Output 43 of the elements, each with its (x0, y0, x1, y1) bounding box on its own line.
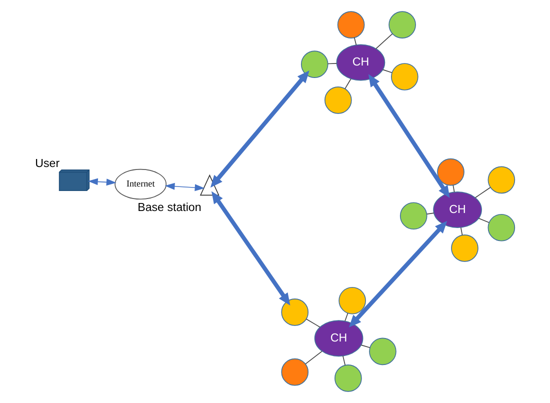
node-ellipse: CH (336, 44, 386, 81)
arrow (211, 191, 290, 306)
connector (305, 350, 322, 364)
connector (344, 312, 348, 322)
connector (474, 187, 491, 198)
node-circle (334, 364, 362, 392)
connector (306, 318, 320, 328)
connector (426, 212, 434, 214)
node-ellipse: Internet (114, 168, 167, 200)
connector (478, 218, 490, 223)
arrow (368, 74, 450, 198)
node-circle (281, 358, 309, 386)
node-circle (338, 286, 366, 314)
node-circle (324, 86, 352, 114)
arrow (88, 178, 116, 186)
connector (342, 356, 346, 366)
node-label: Base station (138, 202, 202, 214)
node-circle (488, 214, 516, 242)
node-circle (451, 234, 478, 262)
node-circle (300, 50, 328, 78)
arrow (348, 220, 448, 328)
connector (328, 63, 337, 64)
node-antenna (200, 174, 220, 196)
connector (382, 69, 392, 73)
node-circle (488, 166, 516, 194)
node-circle (400, 202, 428, 230)
node-circle (391, 63, 418, 90)
node-label: User (35, 158, 60, 170)
node-circle (437, 158, 464, 186)
arrow (164, 182, 205, 192)
node-circle (281, 298, 309, 326)
node-circle (337, 11, 365, 38)
connector (460, 227, 463, 236)
node-ellipse: CH (433, 192, 482, 228)
connector (376, 33, 393, 50)
node-circle (388, 11, 416, 38)
node-ellipse: CH (314, 320, 364, 357)
connector (452, 184, 455, 192)
connector (360, 344, 370, 348)
arrow (210, 70, 310, 188)
connector (344, 78, 352, 90)
node-circle (369, 338, 396, 366)
connector (354, 37, 357, 46)
